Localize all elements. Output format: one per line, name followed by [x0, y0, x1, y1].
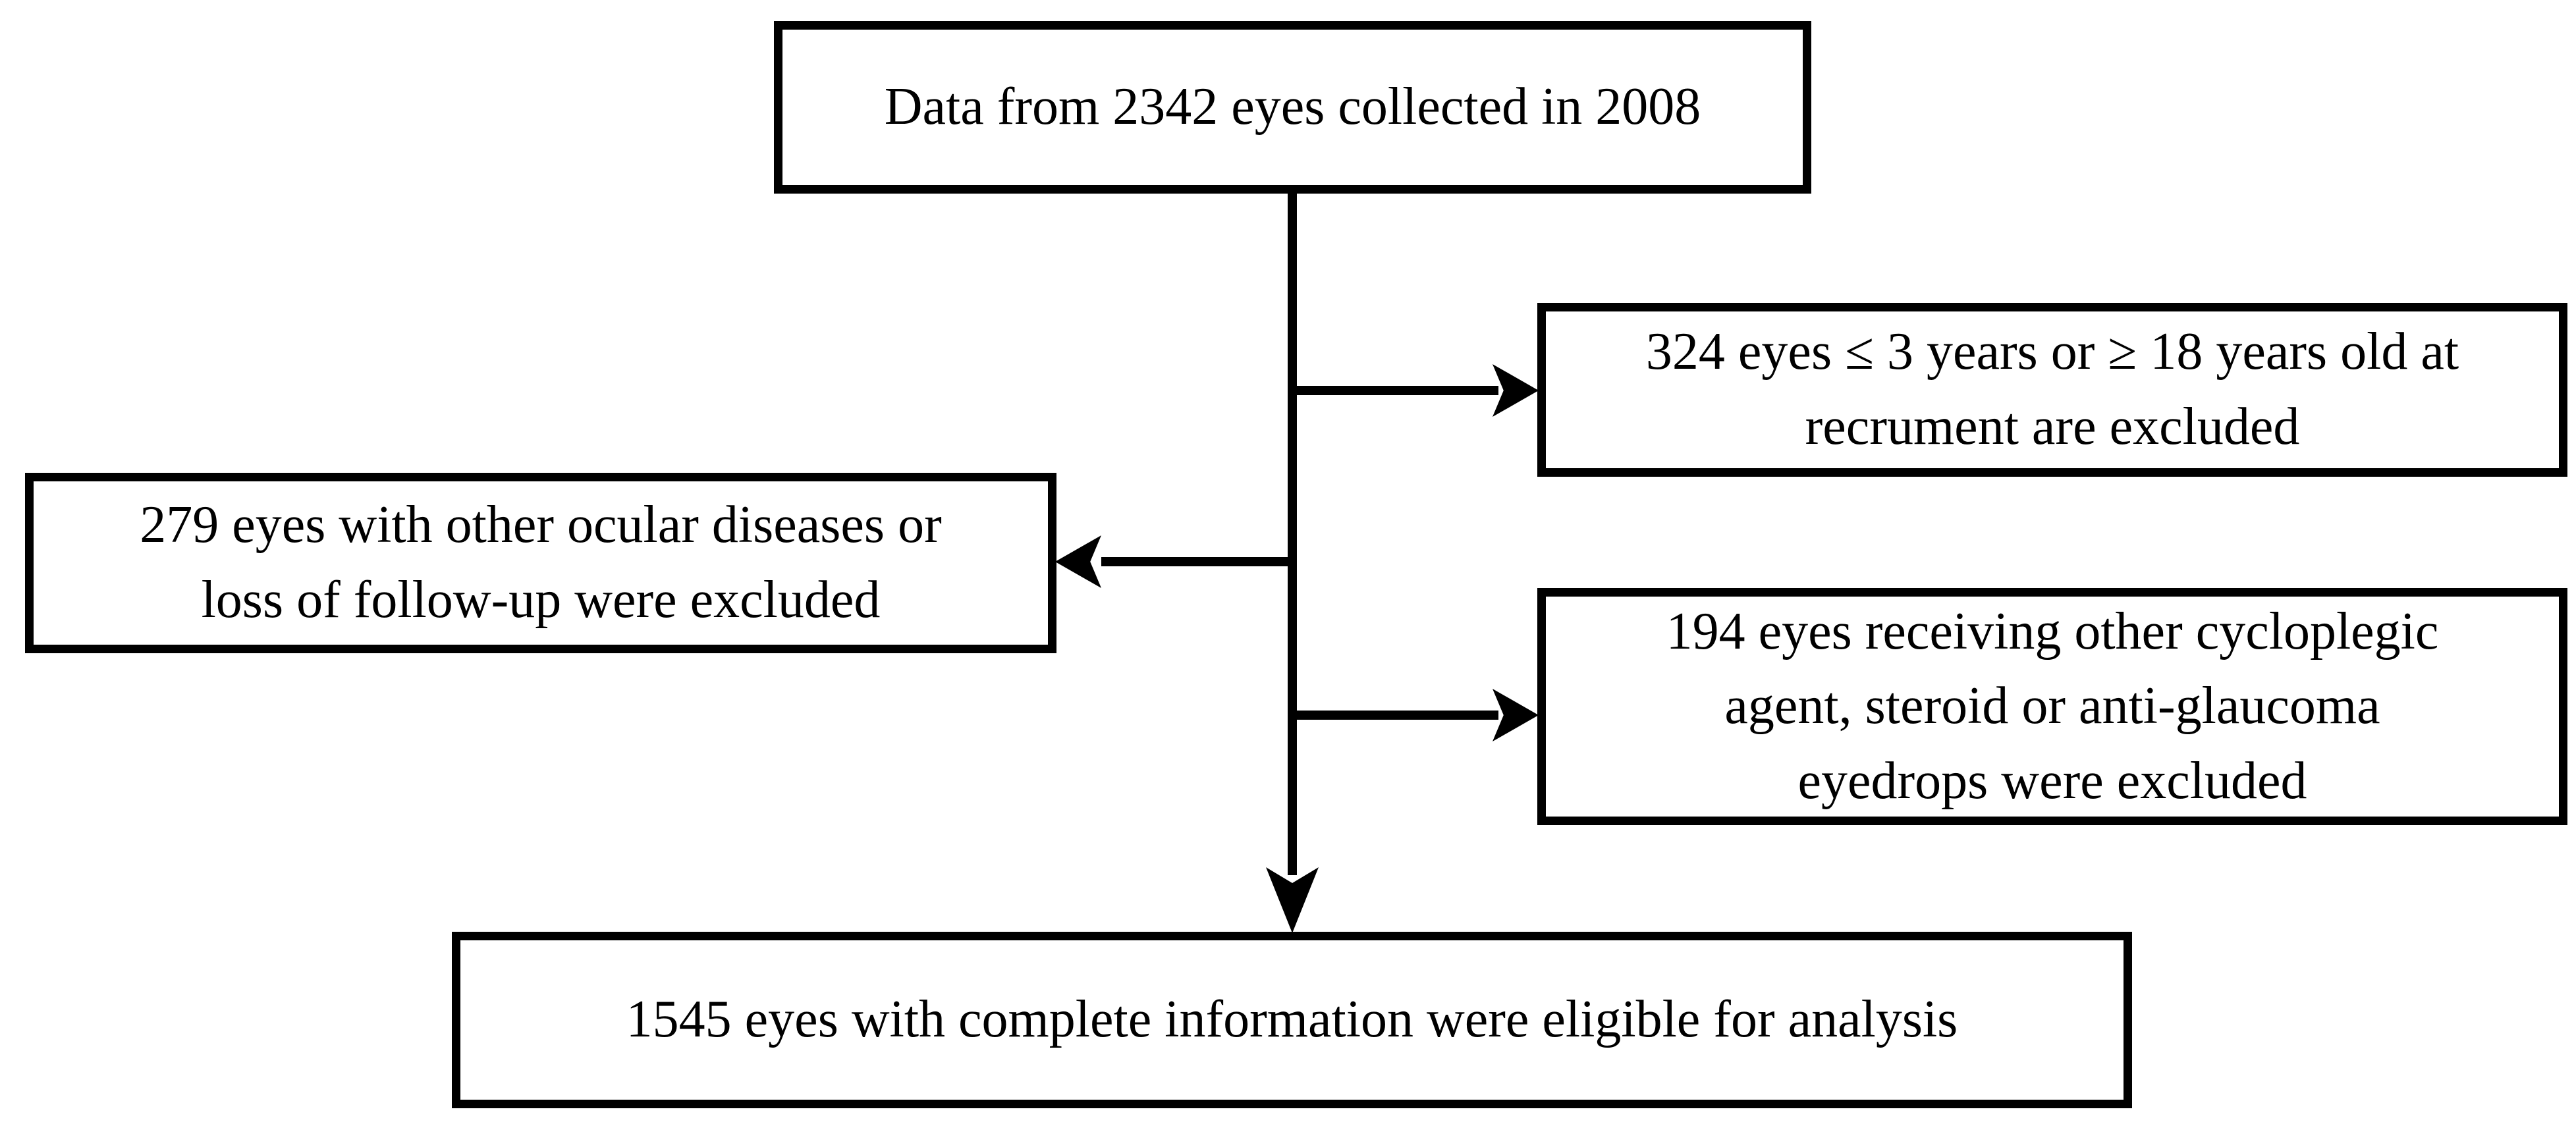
flow-node-excluded-ocular-text-line2: loss of follow-up were excluded [201, 571, 881, 629]
arrowhead-right-age-icon [1493, 364, 1539, 417]
flow-node-excluded-age: 324 eyes ≤ 3 years or ≥ 18 years old at … [1537, 303, 2567, 477]
arrowhead-left-ocular-icon [1055, 535, 1101, 588]
flow-node-excluded-medication-text-line2: agent, steroid or anti-glaucoma [1724, 677, 2380, 736]
flow-node-excluded-ocular: 279 eyes with other ocular diseases or l… [25, 473, 1056, 653]
connector-excluded-ocular [1101, 557, 1297, 566]
flow-node-source-text: Data from 2342 eyes collected in 2008 [884, 78, 1701, 136]
flow-node-eligible-text: 1545 eyes with complete information were… [626, 990, 1958, 1049]
flow-node-source: Data from 2342 eyes collected in 2008 [774, 21, 1811, 194]
flow-node-excluded-age-text-line2: recrument are excluded [1805, 398, 2300, 456]
flow-node-excluded-age-text-line1: 324 eyes ≤ 3 years or ≥ 18 years old at [1645, 323, 2459, 381]
flow-node-excluded-medication: 194 eyes receiving other cycloplegic age… [1537, 588, 2567, 825]
connector-excluded-medication [1288, 711, 1498, 720]
arrowhead-down-icon [1266, 867, 1319, 933]
arrowhead-right-medication-icon [1493, 689, 1539, 741]
connector-excluded-age [1288, 386, 1498, 395]
flow-node-excluded-medication-text-line3: eyedrops were excluded [1797, 751, 2307, 810]
connector-main-vertical [1288, 194, 1297, 875]
flow-node-excluded-ocular-text-line1: 279 eyes with other ocular diseases or [140, 496, 942, 554]
flow-node-eligible: 1545 eyes with complete information were… [452, 932, 2132, 1108]
flow-node-excluded-medication-text-line1: 194 eyes receiving other cycloplegic [1666, 602, 2439, 660]
